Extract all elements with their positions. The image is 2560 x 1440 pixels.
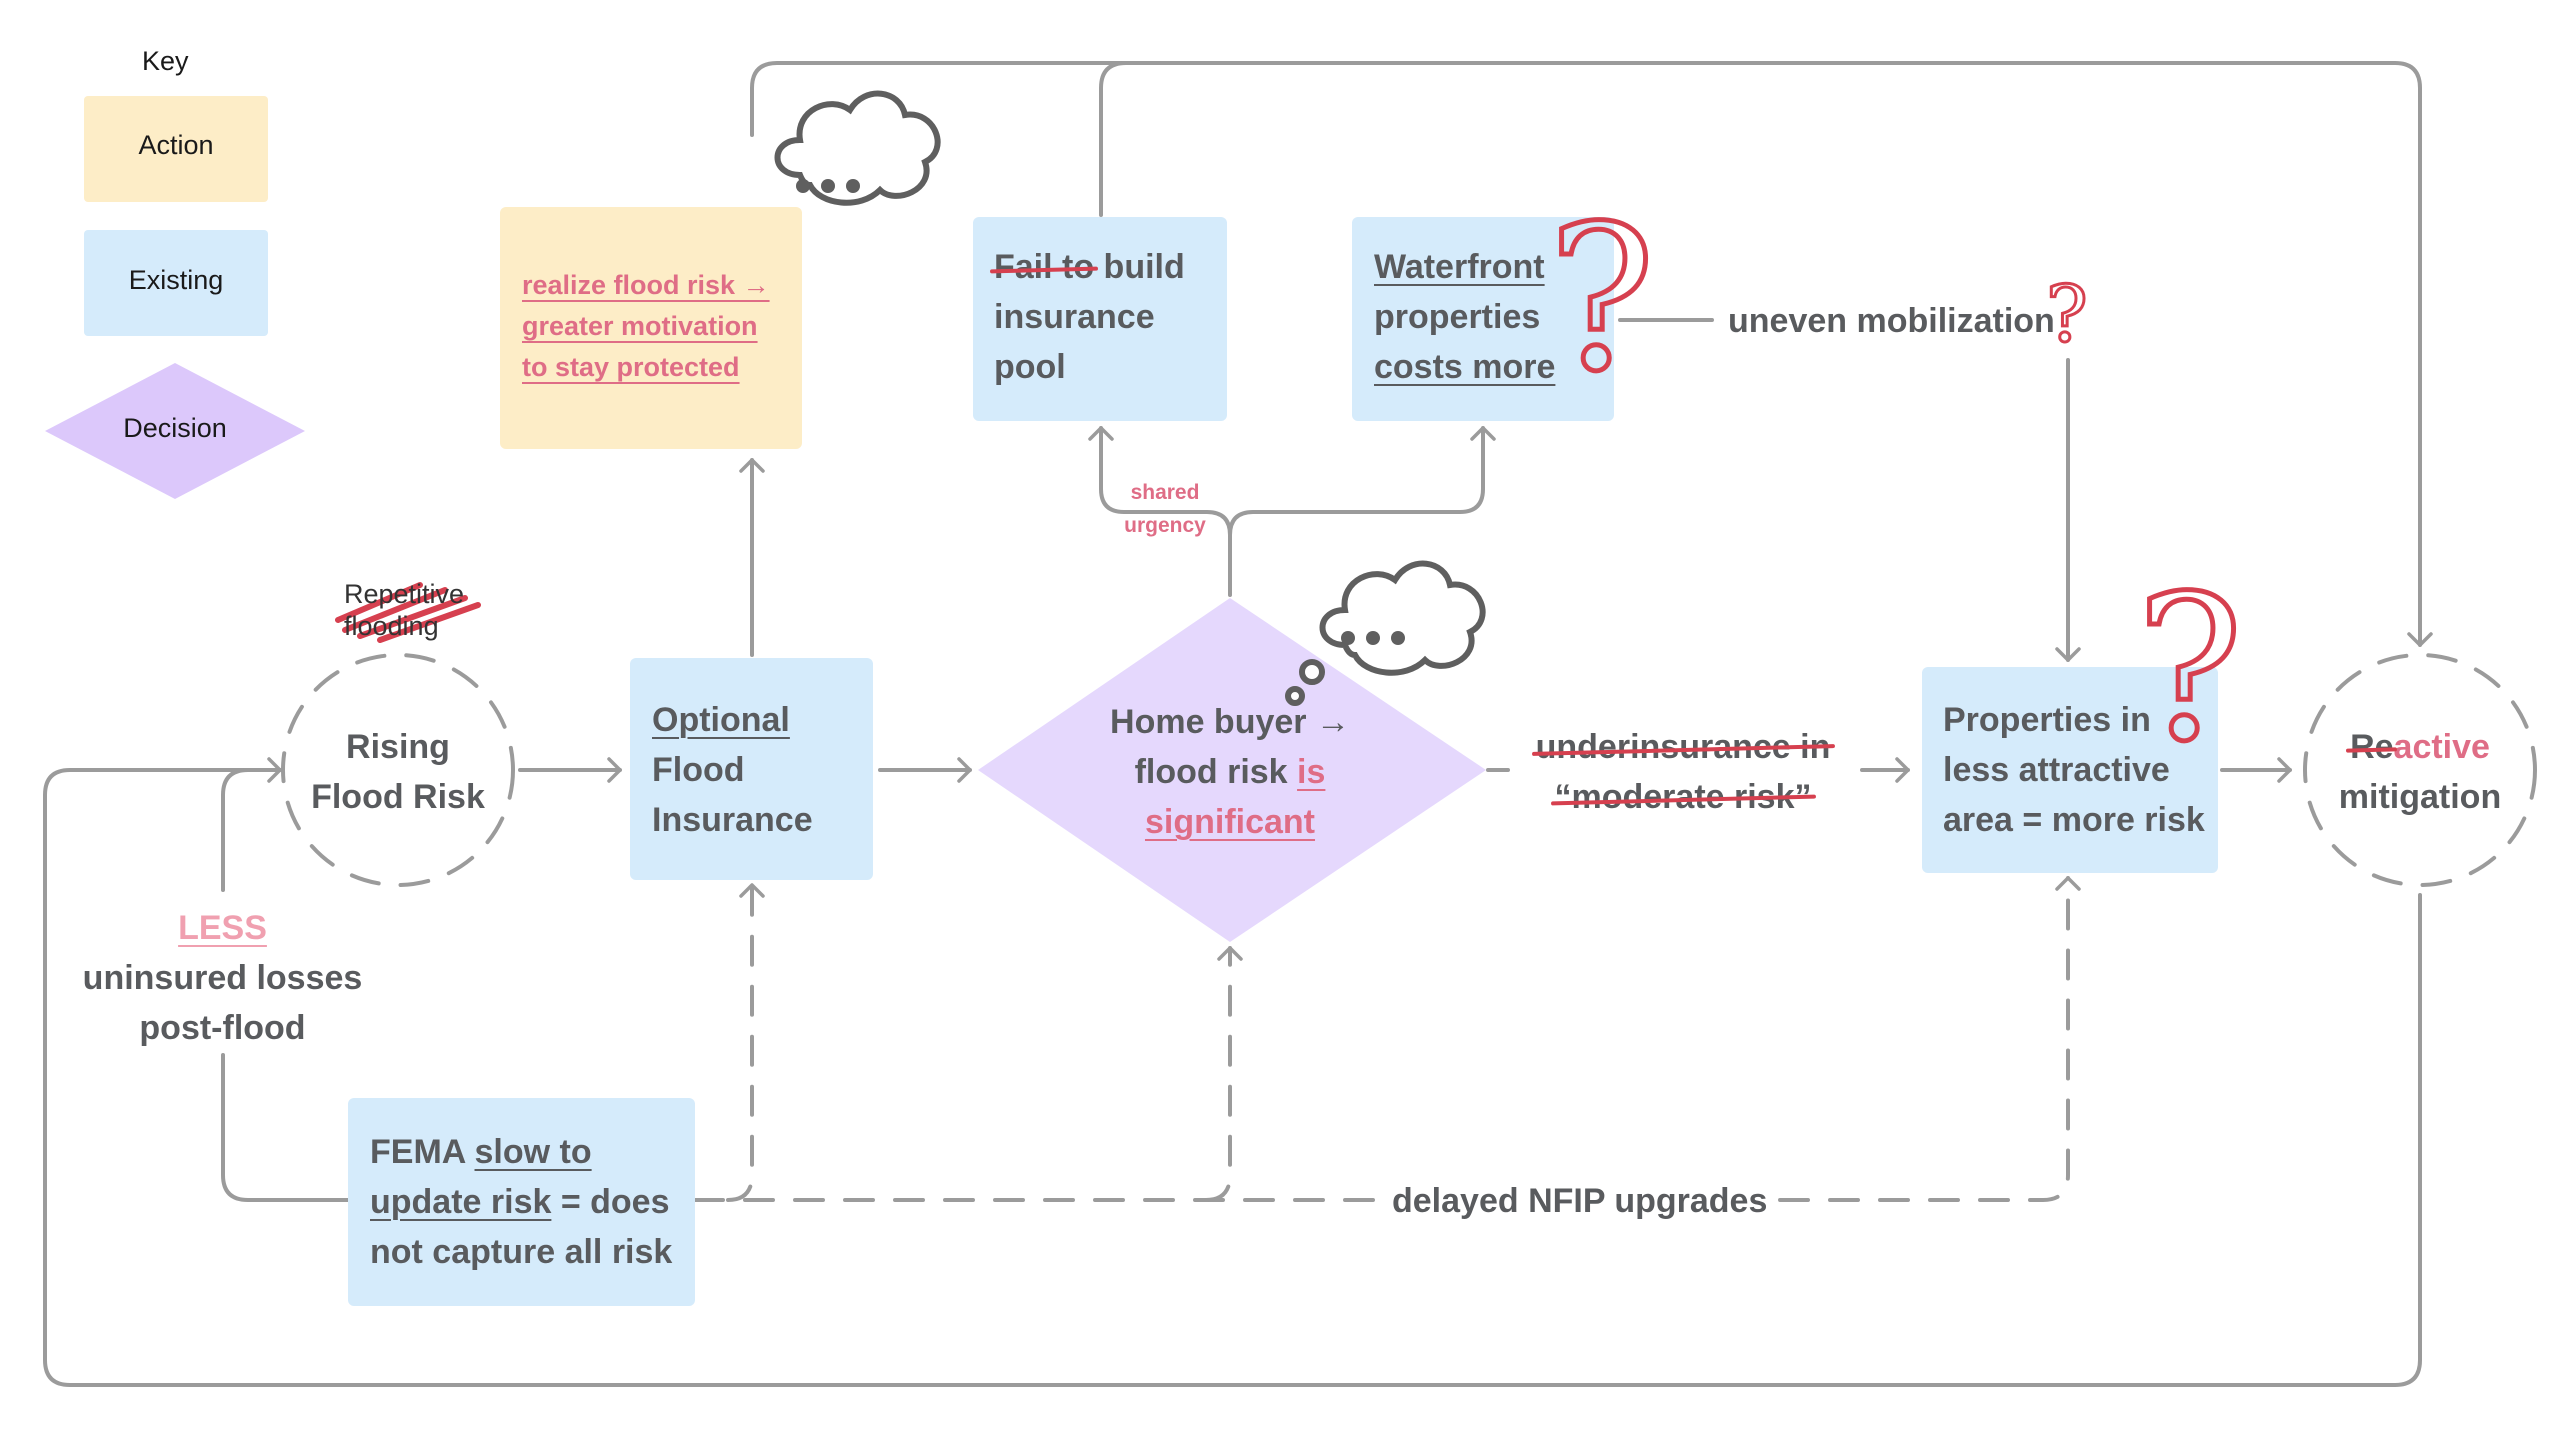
uninsured-line-1: uninsured losses: [82, 959, 363, 997]
underinsurance-line-2: “moderate risk”: [1554, 778, 1812, 816]
properties-line-3: area = more risk: [1943, 801, 2205, 839]
key-action-swatch: [84, 96, 268, 202]
rising-line-1: Rising: [346, 728, 450, 766]
key-decision-label: Decision: [123, 413, 227, 443]
decision-diamond: [978, 598, 1486, 942]
edge-fema-to-decision: [1204, 946, 1243, 1202]
delayed-nfip-label: delayed NFIP upgrades: [1392, 1182, 1768, 1220]
underinsurance-label: underinsurance in “moderate risk”: [1512, 722, 1854, 822]
properties-text: Properties in less attractive area = mor…: [1943, 695, 2205, 845]
scribble-strikeout: [335, 582, 481, 643]
edge-realize-top-loop: [750, 61, 2433, 647]
rising-flood-risk-label: Rising Flood Risk: [283, 722, 513, 822]
fema-line-3: not capture all risk: [370, 1233, 673, 1271]
uninsured-line-2: post-flood: [139, 1009, 306, 1047]
question-mark-icon-small: ?: [2045, 269, 2090, 362]
homebuyer-line-2: flood risk: [1134, 753, 1298, 791]
edge-decision-to-pool: [1088, 426, 1232, 597]
optional-text: Optional Flood Insurance: [652, 695, 813, 845]
pool-line-3: pool: [994, 348, 1066, 386]
shared-urgency-label: shared urgency: [1110, 476, 1220, 542]
waterfront-node: Waterfront properties costs more: [1352, 217, 1614, 421]
realize-line-2: greater motivation: [522, 311, 758, 341]
optional-line-1: Optional: [652, 701, 790, 739]
edge-pool-top-loop: [1099, 61, 1162, 217]
rising-circle: [281, 653, 515, 887]
key-action-label: Action: [138, 130, 214, 160]
realize-text: realize flood risk → greater motivation …: [522, 265, 770, 388]
shared-urgency-line-2: urgency: [1124, 514, 1206, 537]
fema-line-1a: FEMA: [370, 1133, 475, 1171]
edge-decision-to-waterfront: [1228, 426, 1496, 537]
key-existing-label: Existing: [128, 265, 224, 295]
pool-line-1: build: [1094, 248, 1185, 286]
repetitive-flooding-label: Repetitive flooding: [344, 578, 464, 642]
waterfront-line-3: costs more: [1374, 348, 1556, 386]
fema-node: FEMA slow to update risk = does not capt…: [348, 1098, 695, 1306]
waterfront-line-2: properties: [1374, 298, 1541, 336]
repetitive-line-1: Repetitive: [344, 579, 465, 609]
underinsurance-line-1: underinsurance in: [1535, 728, 1831, 766]
homebuyer-line-1: Home buyer →: [1110, 703, 1350, 741]
edge-fema-to-optional: [726, 883, 765, 1202]
reactive-line-1: active: [2393, 728, 2490, 766]
waterfront-line-1: Waterfront: [1374, 248, 1545, 286]
question-mark-icon: ?: [1545, 183, 1657, 416]
shared-urgency-line-1: shared: [1130, 481, 1200, 504]
fema-line-2b: = does: [551, 1183, 670, 1221]
fema-text: FEMA slow to update risk = does not capt…: [370, 1127, 672, 1277]
less-label: LESS: [178, 909, 267, 947]
pool-text: Fail to build insurance pool: [994, 242, 1185, 392]
edge-reactive-bottom-loop: [43, 757, 2422, 1387]
realize-line-1: realize flood risk →: [522, 270, 770, 300]
rising-line-2: Flood Risk: [311, 778, 485, 816]
optional-flood-insurance-node: Optional Flood Insurance: [630, 658, 873, 880]
properties-line-1: Properties in: [1943, 701, 2151, 739]
reactive-strike-text: Re: [2350, 728, 2394, 766]
fema-line-2a: update risk: [370, 1183, 552, 1221]
key-title: Key: [142, 46, 189, 76]
fema-line-1b: slow to: [474, 1133, 592, 1171]
properties-node: Properties in less attractive area = mor…: [1922, 667, 2218, 873]
pool-line-2: insurance: [994, 298, 1155, 336]
optional-line-2: Flood: [652, 751, 745, 789]
realize-line-3: to stay protected: [522, 352, 740, 382]
question-mark-icon-properties: ?: [2133, 553, 2245, 786]
edge-fema-to-rising: [221, 1053, 350, 1202]
reactive-line-2: mitigation: [2338, 778, 2502, 816]
edge-less-to-rising: [221, 768, 282, 892]
pool-strike-text: Fail to: [994, 248, 1095, 286]
optional-line-3: Insurance: [652, 801, 813, 839]
reactive-circle: [2303, 653, 2537, 887]
insurance-pool-node: Fail to build insurance pool: [973, 217, 1227, 421]
properties-line-2: less attractive: [1943, 751, 2170, 789]
waterfront-text: Waterfront properties costs more: [1374, 242, 1555, 392]
realize-flood-risk-node: realize flood risk → greater motivation …: [500, 207, 802, 449]
uneven-mobilization-label: uneven mobilization: [1728, 302, 2055, 340]
repetitive-line-2: flooding: [344, 611, 439, 641]
edge-delayed-to-properties: [1778, 876, 2081, 1202]
uninsured-losses-label: LESS uninsured losses post-flood: [70, 903, 375, 1053]
homebuyer-line-2-is: is: [1297, 753, 1326, 791]
home-buyer-label: Home buyer → flood risk is significant: [1080, 697, 1380, 847]
key-existing-swatch: [84, 230, 268, 336]
key-decision-swatch: [45, 363, 305, 499]
thought-bubble-icon-decision: [1285, 560, 1486, 706]
homebuyer-line-3: significant: [1144, 803, 1316, 841]
reactive-mitigation-label: Reactive mitigation: [2305, 722, 2535, 822]
